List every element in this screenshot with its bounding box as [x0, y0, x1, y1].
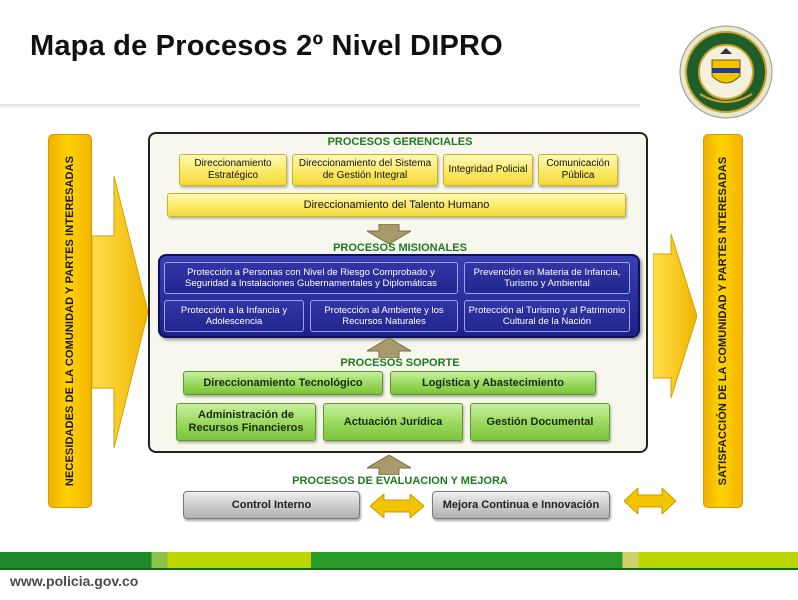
- right-column-label: SATISFACCIÓN DE LA COMUNIDAD Y PARTES NT…: [717, 156, 729, 486]
- left-column-label: NECESIDADES DE LA COMUNIDAD Y PARTES INT…: [64, 155, 76, 487]
- public-communication-box[interactable]: Comunicación Pública: [538, 154, 618, 186]
- human-talent-box[interactable]: Direccionamiento del Talento Humano: [167, 193, 626, 217]
- tourism-protection-box[interactable]: Protección al Turismo y al Patrimonio Cu…: [464, 300, 630, 332]
- double-arrow-icon: [369, 492, 425, 520]
- environment-protection-box[interactable]: Protección al Ambiente y los Recursos Na…: [310, 300, 458, 332]
- left-flow-arrow: [91, 175, 149, 449]
- left-column-needs: NECESIDADES DE LA COMUNIDAD Y PARTES INT…: [48, 134, 92, 508]
- logistics-box[interactable]: Logística y Abastecimiento: [390, 371, 596, 395]
- tech-direction-box[interactable]: Direccionamiento Tecnológico: [183, 371, 383, 395]
- integrated-management-box[interactable]: Direccionamiento del Sistema de Gestión …: [292, 154, 438, 186]
- protection-persons-box[interactable]: Protección a Personas con Nivel de Riesg…: [164, 262, 458, 294]
- evaluation-processes-title: PROCESOS DE EVALUACION Y MEJORA: [292, 475, 508, 487]
- continuous-improvement-box[interactable]: Mejora Continua e Innovación: [432, 491, 610, 519]
- childhood-protection-box[interactable]: Protección a la Infancia y Adolescencia: [164, 300, 304, 332]
- financial-resources-box[interactable]: Administración de Recursos Financieros: [176, 403, 316, 441]
- up-arrow-icon: [365, 337, 413, 359]
- police-emblem: [678, 24, 774, 120]
- management-processes-title: PROCESOS GERENCIALES: [327, 136, 473, 148]
- internal-control-box[interactable]: Control Interno: [183, 491, 360, 519]
- document-management-box[interactable]: Gestión Documental: [470, 403, 610, 441]
- footer-url[interactable]: www.policia.gov.co: [10, 573, 139, 589]
- strategic-direction-box[interactable]: Direccionamiento Estratégico: [179, 154, 287, 186]
- police-integrity-box[interactable]: Integridad Policial: [443, 154, 533, 186]
- mission-processes-title: PROCESOS MISIONALES: [333, 242, 467, 254]
- down-arrow-icon: [365, 223, 413, 245]
- right-flow-arrow: [652, 233, 698, 399]
- page-title: Mapa de Procesos 2º Nivel DIPRO: [30, 30, 503, 62]
- right-column-satisfaction: SATISFACCIÓN DE LA COMUNIDAD Y PARTES NT…: [703, 134, 743, 508]
- legal-action-box[interactable]: Actuación Jurídica: [323, 403, 463, 441]
- footer-stripe: [0, 552, 798, 568]
- up-arrow-icon: [365, 454, 413, 476]
- prevention-box[interactable]: Prevención en Materia de Infancia, Turis…: [464, 262, 630, 294]
- support-processes-title: PROCESOS SOPORTE: [340, 357, 460, 369]
- footer-line: [0, 568, 798, 570]
- double-arrow-icon: [623, 486, 677, 516]
- title-divider: [0, 104, 640, 108]
